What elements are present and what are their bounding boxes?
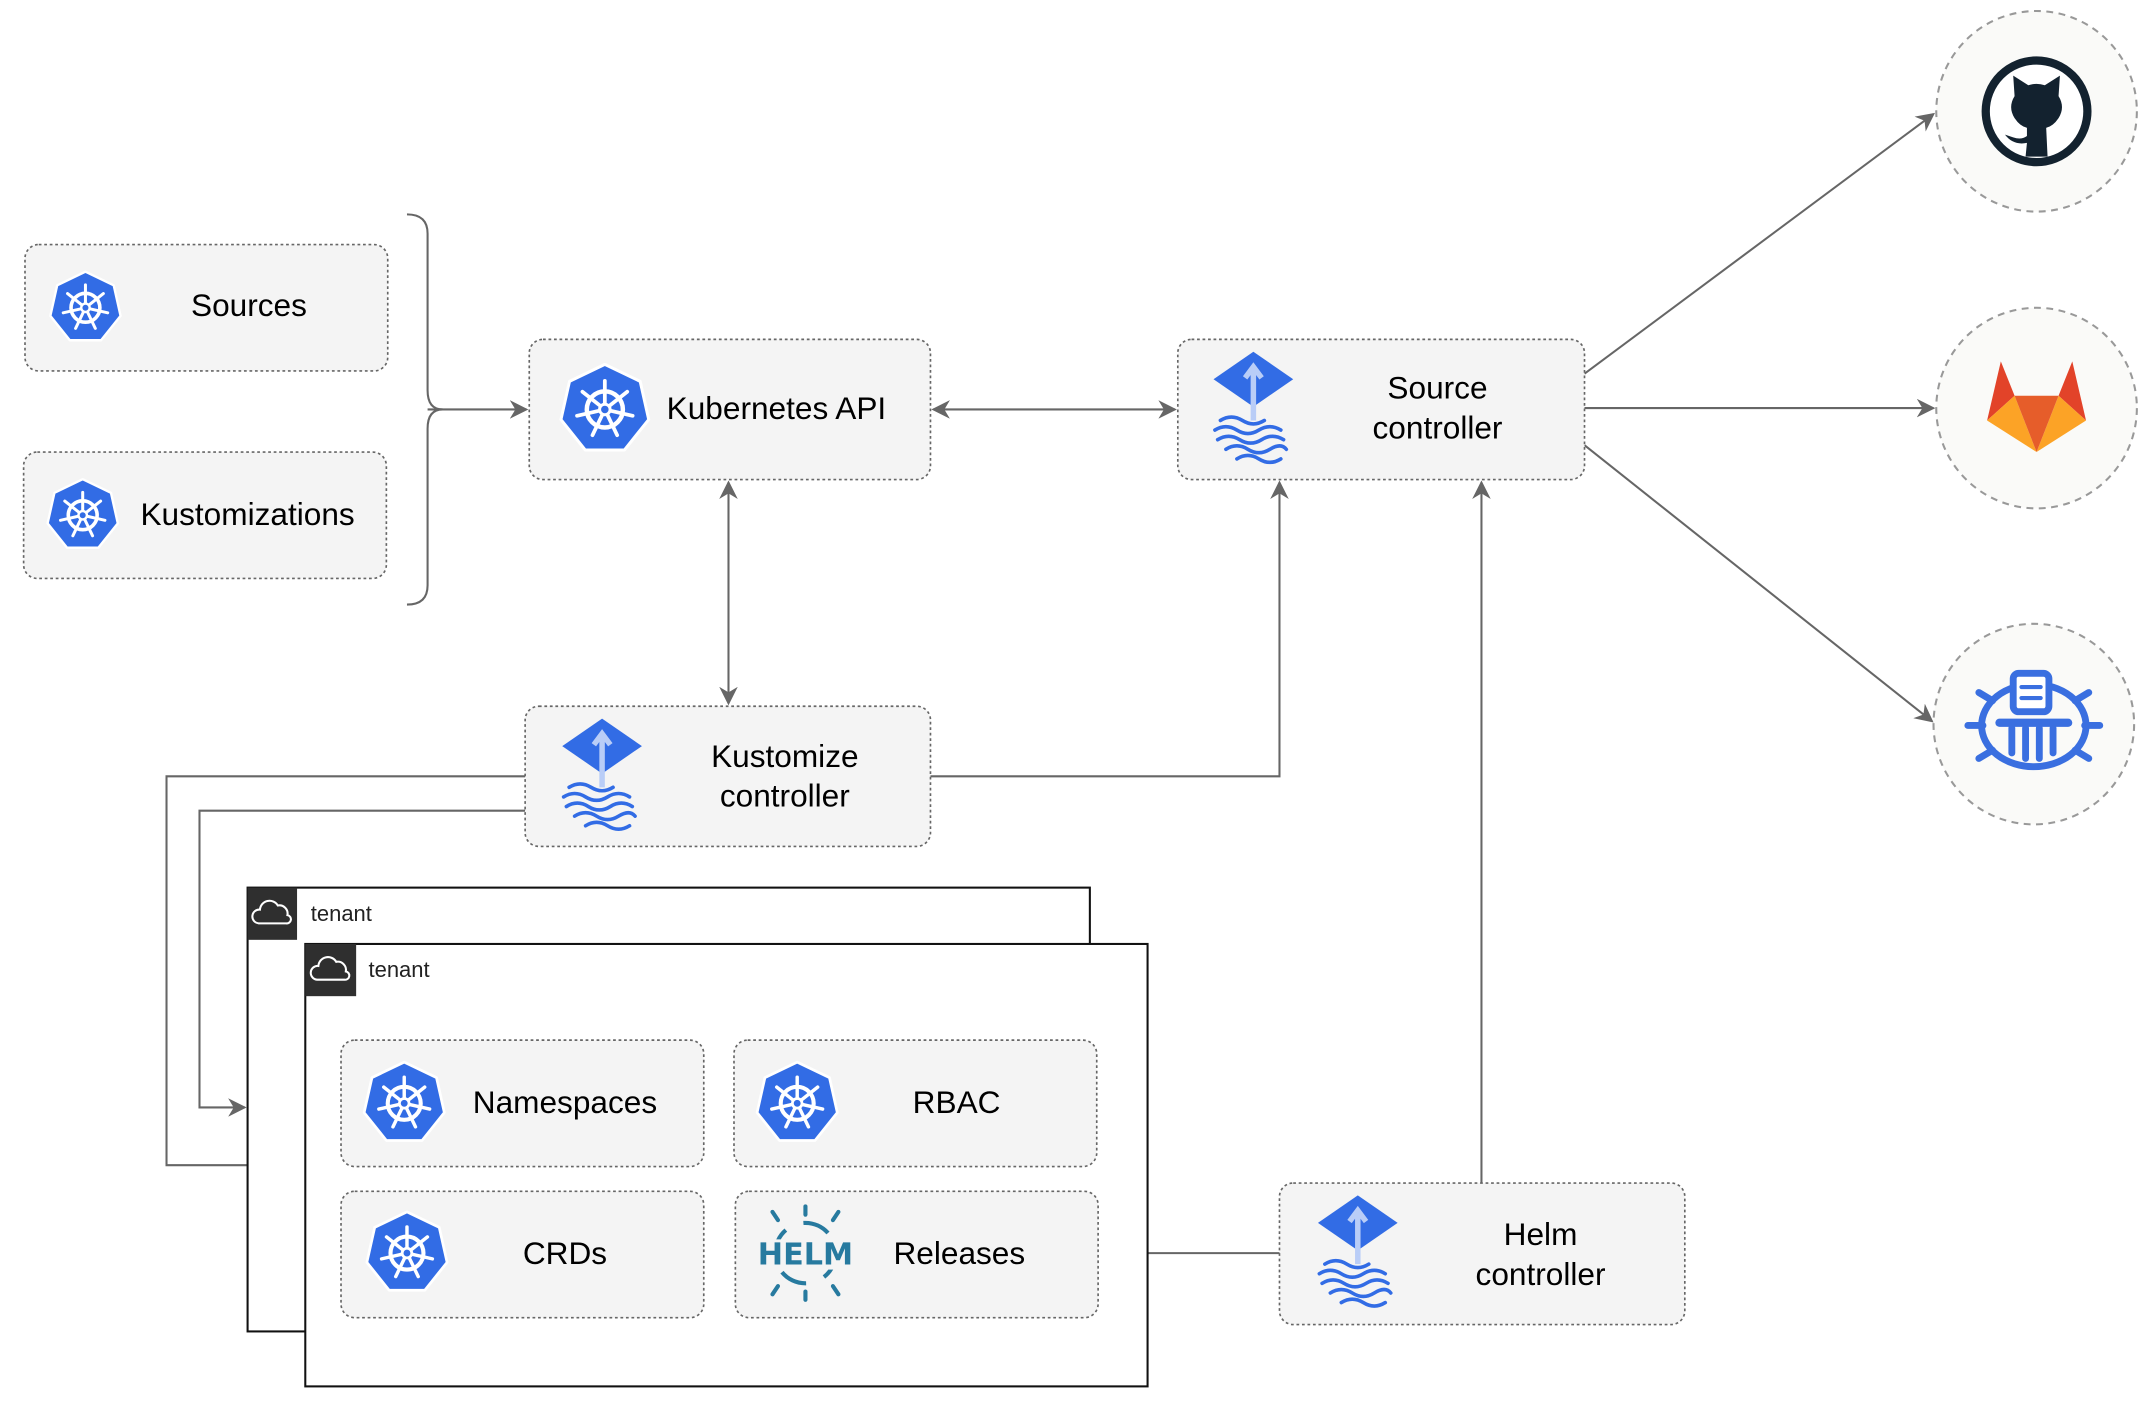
gitlab-icon [1987,361,2087,453]
source-gitlab[interactable] [1935,306,2138,510]
tenant-label: tenant [311,901,372,926]
node-label: Namespaces [473,1084,657,1120]
node-label: Kustomizations [140,496,354,532]
node-namespaces[interactable]: Namespaces [340,1039,705,1168]
node-label: Releases [893,1235,1025,1271]
node-label: Kubernetes API [667,390,887,426]
helm-logo-text: HELM [758,1237,853,1272]
edge-source-to-bucket [1583,444,1934,723]
node-helm-controller[interactable]: Helm controller [1278,1182,1686,1326]
node-label: Sources [191,287,307,323]
node-label-line1: Helm [1504,1216,1578,1252]
node-kustomizations[interactable]: Kustomizations [22,451,388,580]
edge-kustomize-to-tenant-back [198,809,526,1117]
edge-source-to-github [1583,112,1936,375]
node-kubernetes-api[interactable]: Kubernetes API [528,338,932,481]
edge-kustomize-to-source [930,480,1289,778]
source-github[interactable] [1935,9,2138,213]
edge-kustomize-to-tenant-front [165,775,526,1175]
helm-icon: HELM [758,1204,853,1302]
node-sources[interactable]: Sources [24,243,389,372]
node-label-line1: Source [1387,370,1487,406]
node-kustomize-controller[interactable]: Kustomize controller [524,705,932,848]
tenant-label: tenant [369,957,430,982]
bucket-icon [1964,669,2104,771]
node-label-line2: controller [1373,409,1503,445]
node-crds[interactable]: CRDs [340,1190,705,1319]
node-releases[interactable]: HELM Releases [734,1190,1099,1319]
node-label-line2: controller [1476,1256,1606,1292]
node-label: RBAC [913,1084,1001,1120]
node-label-line1: Kustomize [711,738,858,774]
node-rbac[interactable]: RBAC [733,1039,1098,1168]
node-source-controller[interactable]: Source controller [1176,338,1586,481]
source-bucket[interactable] [1932,622,2136,826]
node-label-line2: controller [720,778,850,814]
github-icon [1981,56,2092,167]
node-label: CRDs [523,1235,607,1271]
